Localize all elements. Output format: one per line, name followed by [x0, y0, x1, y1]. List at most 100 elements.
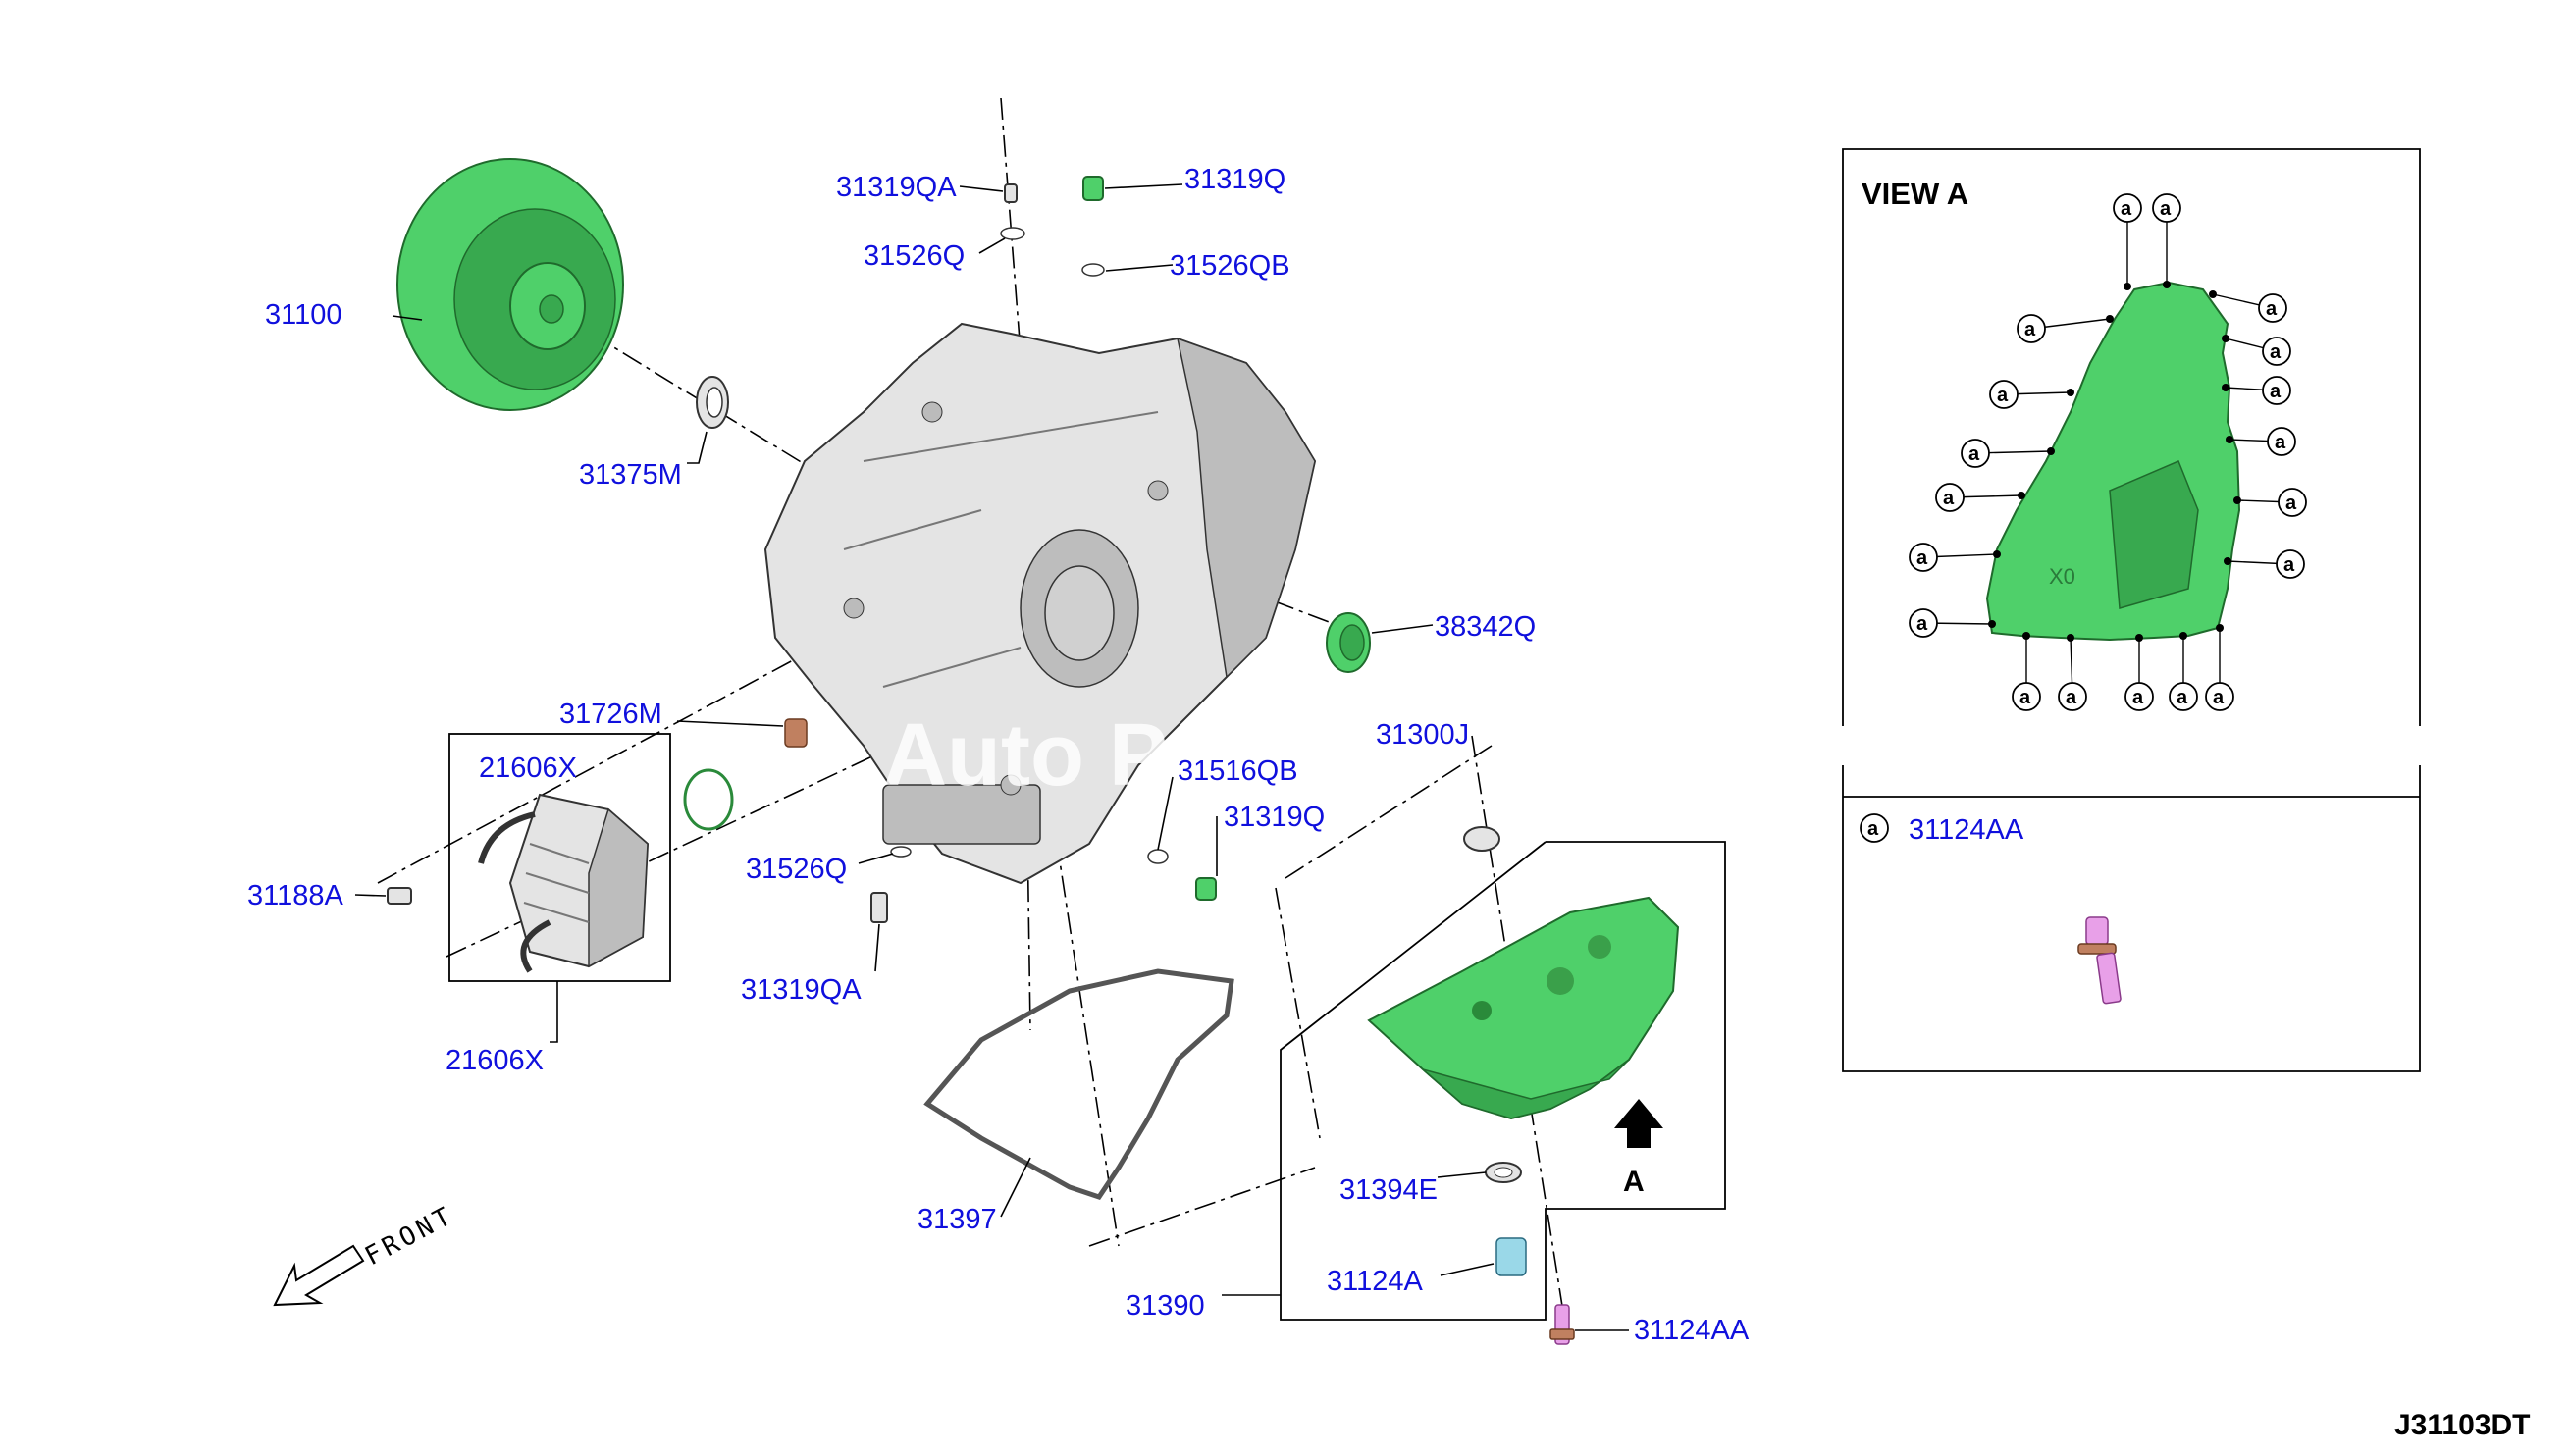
legend-symbol: a — [1867, 818, 1879, 840]
bolt-31188A[interactable] — [387, 887, 412, 905]
callout-a-text: a — [2270, 341, 2282, 363]
oil-cooler-21606X[interactable] — [478, 793, 650, 973]
diagram-code: J31103DT — [2394, 1409, 2530, 1441]
callout-a-text: a — [2019, 687, 2031, 708]
callout-a-text: a — [2283, 554, 2295, 576]
legend-bolt-31124AA[interactable] — [2077, 916, 2122, 1005]
view-a-arrow — [1614, 1099, 1663, 1148]
callout-a: a — [2226, 427, 2296, 456]
callout-a: a — [1909, 543, 2001, 572]
callout-a: a — [2205, 624, 2234, 711]
callout-a: a — [2209, 290, 2287, 323]
sensor-31726M[interactable] — [784, 718, 808, 748]
washer-31526QB[interactable] — [1081, 263, 1105, 277]
callout-a-text: a — [2024, 319, 2036, 340]
label-31319Q-mid[interactable]: 31319Q — [1224, 802, 1325, 833]
bolt-31319QA-bottom[interactable] — [870, 892, 888, 923]
callout-a-text: a — [2160, 198, 2172, 220]
callout-a-text: a — [2121, 198, 2132, 220]
callout-a: a — [2058, 634, 2087, 711]
label-21606-partial[interactable]: 21606X — [479, 753, 577, 784]
oil-cooler-box — [448, 733, 671, 982]
view-a-arrow-label: A — [1623, 1166, 1645, 1198]
label-31100[interactable]: 31100 — [265, 299, 342, 331]
drain-plug-31124A[interactable] — [1495, 1237, 1527, 1276]
callout-a: a — [2233, 488, 2307, 517]
oil-pan-box — [1280, 841, 1726, 1321]
callout-a: a — [2113, 193, 2142, 290]
transmission-housing[interactable] — [763, 322, 1317, 885]
washer-31394E[interactable] — [1485, 1162, 1522, 1183]
callout-a-text: a — [1968, 443, 1980, 465]
seal-31375M[interactable] — [696, 376, 729, 429]
plug-31319Q-top[interactable] — [1082, 176, 1104, 201]
leader-lines — [354, 183, 1629, 1331]
callout-a-text: a — [1997, 385, 2009, 406]
callout-a: a — [2222, 335, 2291, 366]
label-31526QB[interactable]: 31526QB — [1170, 250, 1290, 282]
label-31390[interactable]: 31390 — [1126, 1290, 1205, 1322]
callout-a: a — [2012, 632, 2041, 711]
callout-a: a — [2017, 314, 2114, 343]
label-38342Q[interactable]: 38342Q — [1435, 611, 1536, 643]
label-31375M[interactable]: 31375M — [579, 459, 682, 491]
label-21606X[interactable]: 21606X — [446, 1045, 544, 1076]
callout-a-text: a — [2275, 432, 2286, 453]
oil-pan-31390[interactable] — [1367, 896, 1680, 1120]
front-label: FRONT — [360, 1201, 459, 1273]
callout-a: a — [2224, 549, 2305, 579]
label-31188A[interactable]: 31188A — [247, 880, 343, 911]
washer-31526Q-mid[interactable] — [890, 846, 912, 858]
label-31124A[interactable]: 31124A — [1327, 1266, 1423, 1297]
callout-a-text: a — [2285, 493, 2297, 514]
washer-31526Q-top[interactable] — [1000, 227, 1025, 240]
label-31397[interactable]: 31397 — [918, 1204, 997, 1235]
o-ring-21606-partial[interactable] — [683, 768, 734, 831]
label-31319QA-top[interactable]: 31319QA — [836, 172, 957, 203]
callout-a: a — [1989, 380, 2074, 409]
label-31526Q-mid[interactable]: 31526Q — [746, 854, 847, 885]
label-31319QA-bottom[interactable]: 31319QA — [741, 974, 862, 1006]
callout-a-text: a — [2177, 687, 2188, 708]
callout-a-text: a — [2266, 298, 2278, 320]
label-31394E[interactable]: 31394E — [1339, 1174, 1438, 1206]
callout-a-text: a — [1943, 488, 1955, 509]
label-31124AA[interactable]: 31124AA — [1634, 1315, 1750, 1346]
callout-a: a — [1961, 439, 2055, 468]
callout-a-text: a — [1916, 547, 1928, 569]
callout-a: a — [1935, 483, 2025, 512]
part-labels: 31100 31375M 31319QA 31319Q 31526Q 31526… — [247, 164, 1750, 1346]
washer-31300J[interactable] — [1463, 826, 1500, 852]
callout-a-text: a — [2066, 687, 2077, 708]
callout-a: a — [2222, 376, 2291, 405]
view-a-panel: VIEW A X0 — [1842, 148, 2421, 1072]
front-arrow: FRONT — [273, 1201, 459, 1307]
legend-part[interactable]: 31124AA — [1909, 814, 2024, 846]
label-31526Q-top[interactable]: 31526Q — [864, 240, 965, 272]
callout-a: a — [2124, 634, 2154, 711]
view-a-title: VIEW A — [1862, 177, 1968, 211]
callout-a: a — [1909, 608, 1996, 638]
bolt-31319QA-top[interactable] — [1004, 183, 1018, 203]
label-31319Q-top[interactable]: 31319Q — [1184, 164, 1285, 195]
label-31516QB[interactable]: 31516QB — [1178, 755, 1298, 787]
callout-a-text: a — [1916, 613, 1928, 635]
callout-a: a — [2169, 632, 2198, 711]
callout-a-text: a — [2270, 381, 2282, 402]
label-31300J[interactable]: 31300J — [1376, 719, 1469, 751]
plug-31319Q-mid[interactable] — [1195, 877, 1217, 901]
svg-text:X0: X0 — [2049, 564, 2075, 589]
view-a-legend: a 31124AA — [1860, 813, 2122, 1005]
washer-31516QB[interactable] — [1147, 849, 1169, 864]
gasket-31397[interactable] — [923, 968, 1234, 1200]
callout-a: a — [2152, 193, 2181, 288]
label-31726M[interactable]: 31726M — [559, 699, 662, 730]
bolt-31124AA[interactable] — [1549, 1304, 1575, 1345]
callout-a-text: a — [2213, 687, 2225, 708]
torque-converter-31100[interactable] — [396, 158, 624, 411]
oil-seal-38342Q[interactable] — [1326, 612, 1371, 673]
watermark: Auto P — [883, 706, 1168, 805]
callout-a-text: a — [2132, 687, 2144, 708]
